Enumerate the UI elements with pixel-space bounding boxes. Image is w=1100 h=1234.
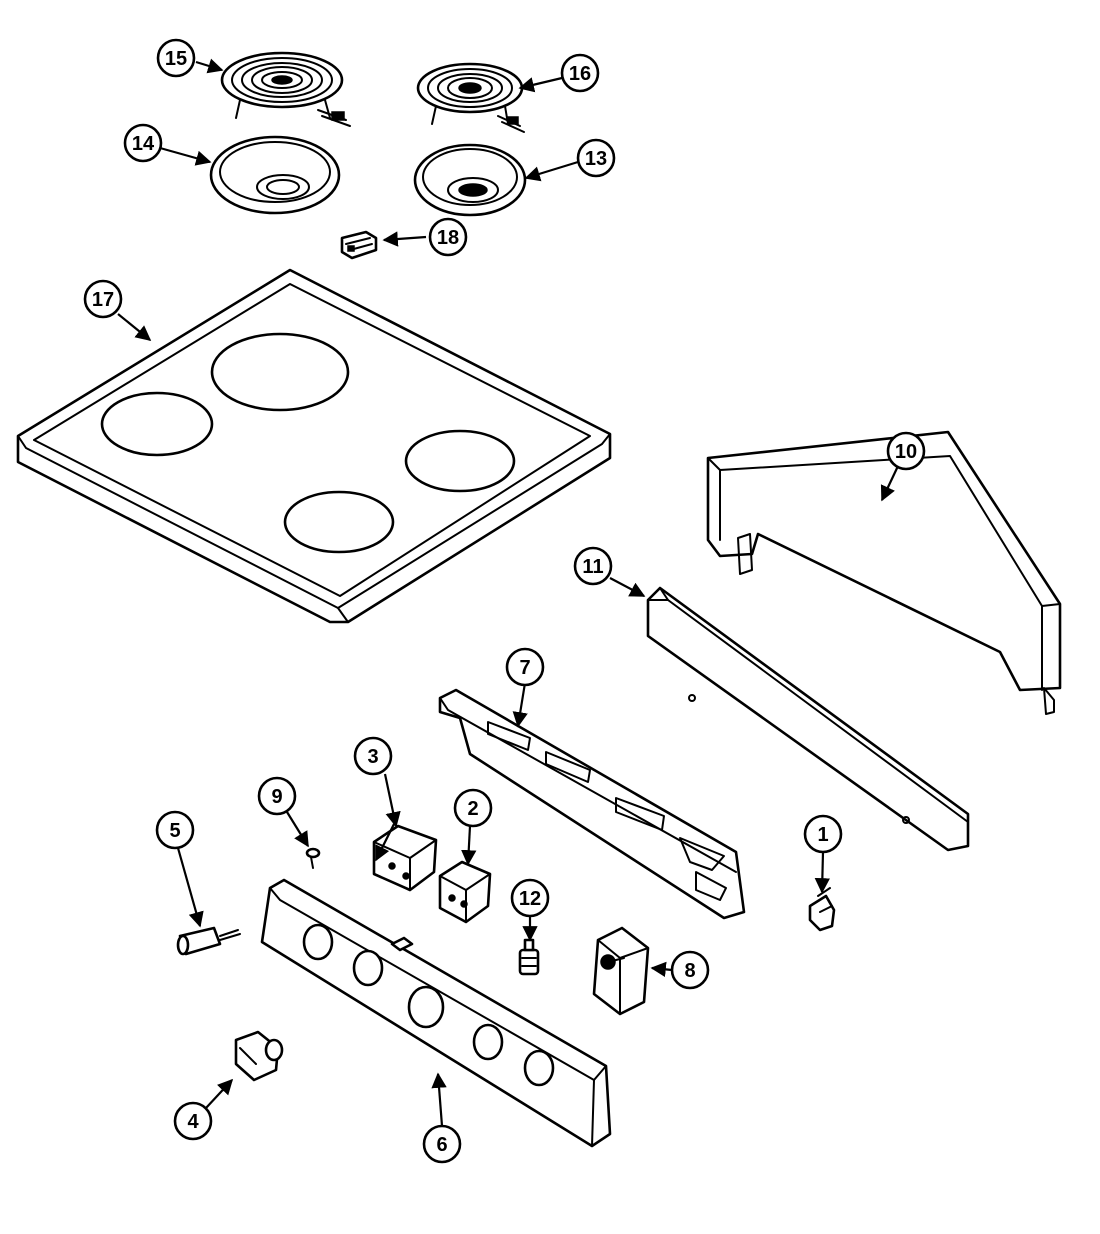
clip <box>808 887 836 932</box>
callout-7: 7 <box>505 647 545 687</box>
leader-lines <box>117 58 899 1127</box>
callout-9: 9 <box>257 776 297 816</box>
cooktop <box>16 268 612 624</box>
callout-6-label: 6 <box>436 1134 447 1156</box>
callout-14: 14 <box>123 123 163 163</box>
callout-1: 1 <box>803 814 843 854</box>
callout-9-label: 9 <box>271 786 282 808</box>
callout-16: 16 <box>560 53 600 93</box>
callout-8-label: 8 <box>684 960 695 982</box>
callout-5: 5 <box>155 810 195 850</box>
callout-15-label: 15 <box>165 48 187 70</box>
callout-6: 6 <box>422 1124 462 1164</box>
callout-13-label: 13 <box>585 148 607 170</box>
surface-element-large <box>220 51 351 127</box>
callout-14-label: 14 <box>132 133 155 155</box>
callout-12-label: 12 <box>519 888 541 910</box>
callout-13: 13 <box>576 138 616 178</box>
callout-10: 10 <box>886 431 926 471</box>
callout-18: 18 <box>428 217 468 257</box>
drip-bowl-large <box>209 135 341 215</box>
callout-7-label: 7 <box>519 657 530 679</box>
terminal-block <box>340 230 378 260</box>
callout-5-label: 5 <box>169 820 180 842</box>
switch-a <box>372 824 438 892</box>
callout-11: 11 <box>573 546 613 586</box>
control-panel <box>260 878 612 1148</box>
drip-bowl-small <box>413 143 527 217</box>
callout-17: 17 <box>83 279 123 319</box>
bulb-socket <box>518 938 540 976</box>
backguard <box>706 430 1062 715</box>
callout-11-label: 11 <box>582 556 603 578</box>
thermostat <box>592 926 650 1016</box>
callout-1-label: 1 <box>817 824 828 846</box>
callout-2: 2 <box>453 788 493 828</box>
callout-2-label: 2 <box>467 798 478 820</box>
callout-4-label: 4 <box>187 1111 199 1133</box>
bracket-rail <box>438 688 746 920</box>
callout-3: 3 <box>353 736 393 776</box>
callout-12: 12 <box>510 878 550 918</box>
callout-4: 4 <box>173 1101 213 1141</box>
switch-b <box>438 860 492 924</box>
backguard-panel <box>646 586 970 852</box>
callout-18-label: 18 <box>437 227 459 249</box>
screw <box>305 847 321 869</box>
callout-17-label: 17 <box>92 289 114 311</box>
callout-15: 15 <box>156 38 196 78</box>
surface-element-small <box>416 62 525 133</box>
callout-3-label: 3 <box>367 746 378 768</box>
callout-8: 8 <box>670 950 710 990</box>
indicator-light <box>176 926 241 956</box>
knob <box>234 1030 284 1082</box>
callout-16-label: 16 <box>569 63 591 85</box>
callout-10-label: 10 <box>895 441 917 463</box>
